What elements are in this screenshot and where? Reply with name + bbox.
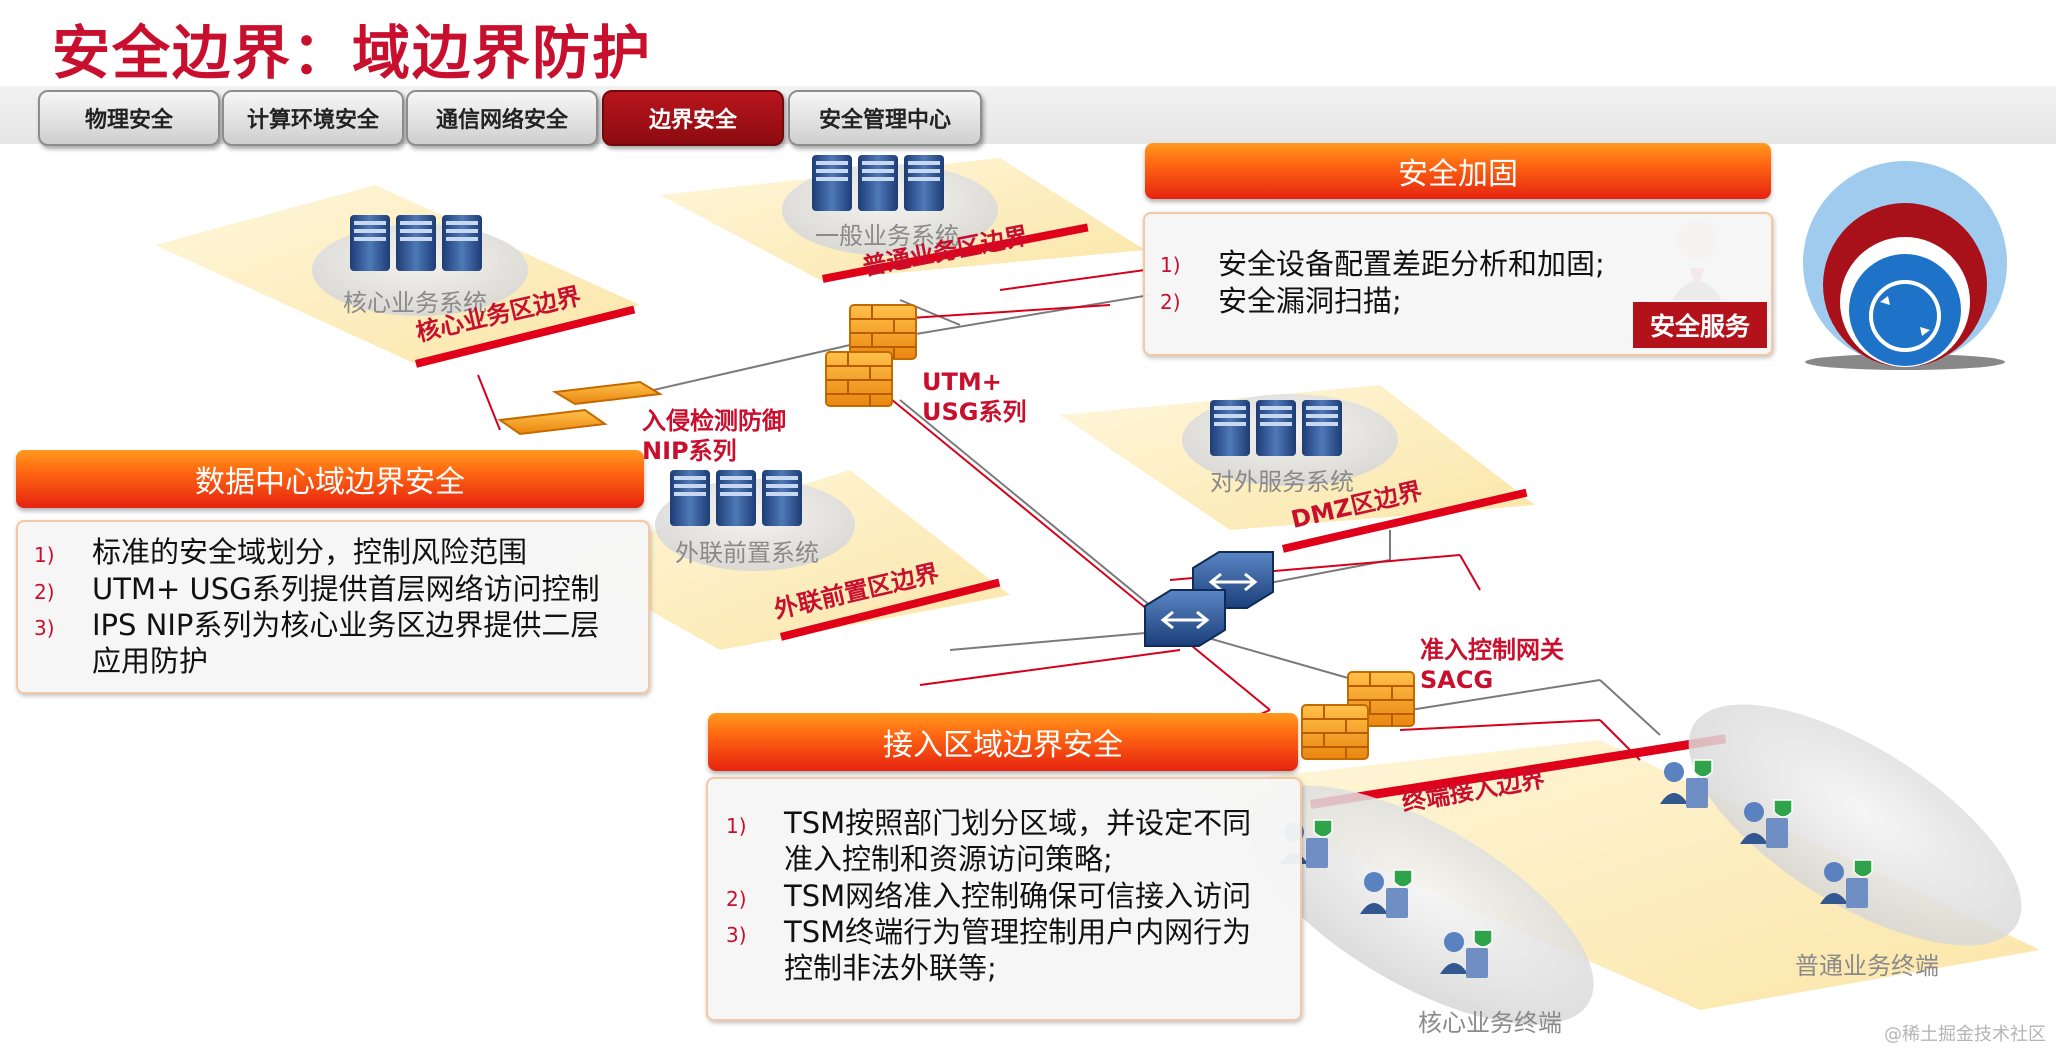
datacenter-item-3-line-1: IPS NIP系列为核心业务区边界提供二层 — [92, 608, 600, 642]
front-system-label: 外联前置系统 — [675, 539, 819, 567]
hardening-item-1-number: 1) — [1160, 253, 1181, 277]
datacenter-header: 数据中心域边界安全 — [16, 450, 644, 508]
access-item-3-number: 3) — [726, 923, 747, 947]
datacenter-item-3-number: 3) — [34, 616, 55, 640]
access-item-1-line-2: 准入控制和资源访问策略; — [784, 842, 1113, 876]
datacenter-item-2-number: 2) — [34, 580, 55, 604]
nip-label-line-1: 入侵检测防御 — [642, 407, 786, 435]
security-service-badge: 安全服务 — [1633, 302, 1767, 348]
core-terminal-label: 核心业务终端 — [1418, 1009, 1562, 1037]
hardening-item-2-number: 2) — [1160, 290, 1181, 314]
access-item-1-line-1: TSM按照部门划分区域，并设定不同 — [784, 806, 1252, 840]
page-title: 安全边界：域边界防护 — [52, 19, 653, 87]
access-panel — [706, 777, 1302, 1021]
external-service-system-label: 对外服务系统 — [1210, 468, 1354, 496]
general-system-label: 一般业务系统 — [815, 222, 959, 250]
hardening-item-1: 安全设备配置差距分析和加固; — [1218, 247, 1605, 281]
access-item-2: TSM网络准入控制确保可信接入访问 — [784, 879, 1252, 913]
datacenter-item-3-line-2: 应用防护 — [92, 644, 209, 678]
sacg-label-line-2: SACG — [1420, 666, 1494, 694]
access-item-2-number: 2) — [726, 887, 747, 911]
core-system-label: 核心业务系统 — [343, 289, 487, 317]
zone-terminal — [1190, 740, 2040, 1010]
datacenter-item-1: 标准的安全域划分，控制风险范围 — [92, 535, 528, 569]
tab-computing-environment-security[interactable]: 计算环境安全 — [222, 90, 404, 146]
tab-communication-network-security[interactable]: 通信网络安全 — [406, 90, 598, 146]
tab-physical-security[interactable]: 物理安全 — [38, 90, 220, 146]
hardening-item-2: 安全漏洞扫描; — [1218, 284, 1402, 318]
access-header: 接入区域边界安全 — [708, 713, 1298, 771]
general-terminal-label: 普通业务终端 — [1795, 952, 1939, 980]
access-item-3-line-1: TSM终端行为管理控制用户内网行为 — [784, 915, 1252, 949]
access-item-1-number: 1) — [726, 814, 747, 838]
hardening-header: 安全加固 — [1145, 143, 1771, 199]
utm-label-line-2: USG系列 — [922, 398, 1027, 426]
datacenter-item-1-number: 1) — [34, 543, 55, 567]
tab-security-management-center[interactable]: 安全管理中心 — [788, 90, 982, 146]
watermark: @稀土掘金技术社区 — [1884, 1024, 2046, 1045]
access-item-3-line-2: 控制非法外联等; — [784, 951, 997, 985]
utm-label-line-1: UTM+ — [922, 368, 1002, 396]
sacg-label-line-1: 准入控制网关 — [1420, 636, 1564, 664]
nip-label-line-2: NIP系列 — [642, 437, 737, 465]
tab-boundary-security[interactable]: 边界安全 — [602, 90, 784, 146]
datacenter-panel — [16, 520, 650, 694]
datacenter-item-2: UTM+ USG系列提供首层网络访问控制 — [92, 572, 600, 606]
